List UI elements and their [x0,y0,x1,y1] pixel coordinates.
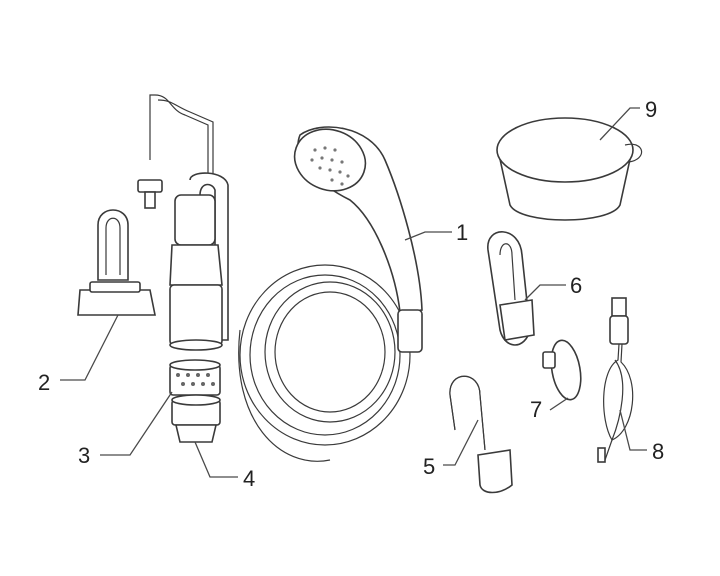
callout-2: 2 [38,370,50,395]
leader-5 [443,419,479,466]
handle-bracket [77,209,156,316]
callout-8: 8 [652,439,664,464]
callout-4: 4 [243,466,255,491]
callout-3: 3 [78,443,90,468]
callout-5: 5 [423,454,435,479]
callout-7: 7 [530,397,542,422]
leader-1 [404,231,452,241]
shower-head [293,126,423,353]
callout-1: 1 [456,220,468,245]
leader-9 [599,107,640,141]
hook [449,375,513,494]
storage-case [496,117,643,221]
shower-head-holder [487,231,535,346]
leader-2 [60,314,119,381]
usb-cable [597,297,634,463]
suction-cup [542,339,582,401]
leader-7 [549,397,569,411]
leader-4 [194,441,238,478]
leader-6 [524,284,566,301]
leader-3 [100,391,173,456]
filter-mesh [169,359,221,396]
callout-9: 9 [645,97,657,122]
hose-coil [238,264,411,462]
callout-6: 6 [570,273,582,298]
pump-base [171,394,221,443]
leader-8 [619,409,647,451]
pump-body [137,94,229,351]
